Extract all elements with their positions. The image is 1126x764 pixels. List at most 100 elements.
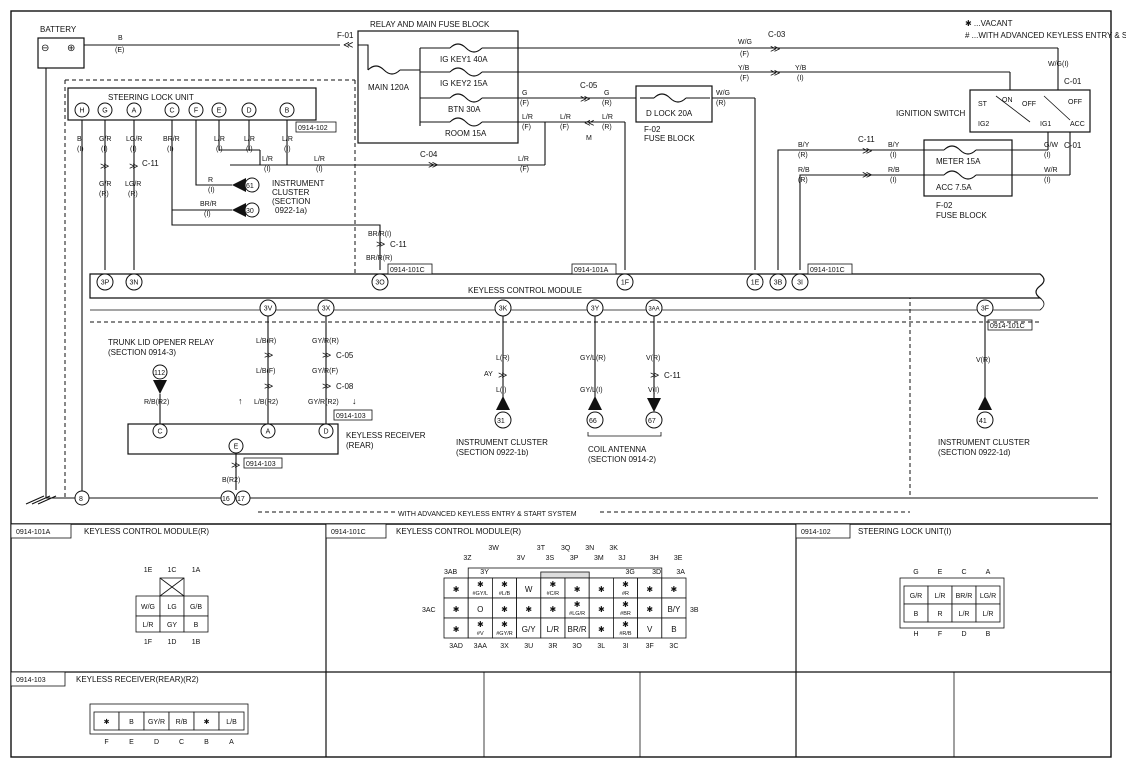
pin-67: 67 bbox=[648, 418, 656, 425]
pin-number: D bbox=[154, 739, 159, 746]
svg-text:(R): (R) bbox=[602, 124, 612, 131]
pin-number: 3R bbox=[548, 643, 557, 650]
terminal-color: L/R bbox=[935, 593, 946, 600]
svg-text:0914-102: 0914-102 bbox=[801, 529, 831, 536]
connector-c03: C-03 bbox=[768, 30, 786, 39]
svg-text:0914-101C: 0914-101C bbox=[810, 267, 845, 274]
terminal-color: O bbox=[477, 605, 483, 614]
svg-text:(E): (E) bbox=[115, 47, 124, 54]
svg-text:(R): (R) bbox=[798, 177, 808, 184]
terminal-cell bbox=[218, 711, 245, 731]
svg-text:(I): (I) bbox=[264, 166, 271, 173]
pin-number: 3G bbox=[626, 569, 635, 576]
pin-41: 41 bbox=[979, 418, 987, 425]
svg-text:≪: ≪ bbox=[584, 118, 594, 129]
pin-number: 3AC bbox=[422, 607, 436, 614]
instrument-cluster-a: 61 30 INSTRUMENT CLUSTER (SECTION 0922-1… bbox=[232, 177, 325, 218]
pin-8: 8 bbox=[79, 496, 83, 503]
note-vacant: ✱ ...VACANT bbox=[965, 19, 1013, 28]
panel-0914-101c: 0914-101C KEYLESS CONTROL MODULE(R) bbox=[325, 523, 521, 539]
svg-text:OFF: OFF bbox=[1068, 99, 1082, 106]
pin-circle bbox=[746, 273, 764, 291]
battery-plus-terminal: ⊕ bbox=[67, 43, 75, 54]
terminal-cell bbox=[661, 617, 687, 639]
svg-text:C-01: C-01 bbox=[1064, 77, 1082, 86]
terminal-color: R bbox=[937, 611, 942, 618]
terminal-vacant: ✱ bbox=[550, 580, 557, 589]
svg-text:(SECTION: (SECTION bbox=[272, 197, 310, 206]
pin-number: 3I bbox=[623, 643, 629, 650]
pin-31: 31 bbox=[497, 418, 505, 425]
svg-text:AY: AY bbox=[484, 371, 493, 378]
connector-c08: C-08 bbox=[336, 382, 354, 391]
pin-number: 3X bbox=[500, 643, 509, 650]
svg-text:G: G bbox=[604, 90, 609, 97]
connector-c11c: C-11 bbox=[858, 135, 875, 144]
connector-c11a: C-11 bbox=[142, 159, 159, 168]
svg-text:L/R: L/R bbox=[602, 114, 613, 121]
trunk-lid-opener-relay: TRUNK LID OPENER RELAY (SECTION 0914-3) … bbox=[108, 338, 215, 426]
svg-text:(I): (I) bbox=[1044, 152, 1051, 159]
pin-number: C bbox=[179, 739, 184, 746]
terminal-color: B bbox=[194, 622, 199, 629]
connector-c05: C-05 bbox=[580, 81, 598, 90]
svg-text:BR/R(I): BR/R(I) bbox=[368, 231, 391, 238]
svg-text:OFF: OFF bbox=[1022, 101, 1036, 108]
svg-text:W/G: W/G bbox=[738, 39, 752, 46]
svg-text:R/B: R/B bbox=[888, 167, 900, 174]
pin-circle bbox=[164, 102, 180, 118]
pin-label: C bbox=[157, 429, 162, 436]
svg-text:≫: ≫ bbox=[650, 370, 659, 380]
terminal-cell bbox=[975, 603, 1001, 623]
pin-number: 3Z bbox=[463, 555, 472, 562]
pin-number: 1C bbox=[168, 567, 177, 574]
ignition-switch: IGNITION SWITCH C-01 C-01 ST ON OFF IG2 … bbox=[896, 77, 1091, 150]
terminal-color: ✱ bbox=[646, 605, 653, 614]
terminal-color: ✱ bbox=[646, 585, 653, 594]
svg-text:G/W: G/W bbox=[1044, 142, 1058, 149]
terminal-color: LG/R bbox=[980, 593, 996, 600]
svg-text:0922-1a): 0922-1a) bbox=[275, 206, 307, 215]
terminal-color: ✱ bbox=[598, 585, 605, 594]
svg-text:L(R): L(R) bbox=[496, 355, 510, 362]
terminal-vacant: ✱ bbox=[501, 620, 508, 629]
pin-number: 3Q bbox=[561, 545, 571, 552]
svg-text:(I): (I) bbox=[216, 146, 223, 153]
pin-circle bbox=[125, 273, 143, 291]
svg-text:(I): (I) bbox=[208, 187, 215, 194]
panel-0914-103: 0914-103 KEYLESS RECEIVER(REAR)(R2) bbox=[10, 671, 199, 687]
coil-antenna: 66 67 COIL ANTENNA (SECTION 0914-2) bbox=[586, 396, 663, 464]
fuse-btn-label: BTN 30A bbox=[448, 105, 481, 114]
svg-text:L/R: L/R bbox=[244, 136, 255, 143]
pin-label: B bbox=[285, 108, 290, 115]
pin-circle bbox=[152, 423, 168, 439]
pin-circle bbox=[96, 273, 114, 291]
terminal-color: ✱ bbox=[550, 605, 557, 614]
pin-label: 1E bbox=[751, 280, 760, 287]
pin-number: E bbox=[938, 569, 943, 576]
pin-circle bbox=[228, 438, 244, 454]
battery-minus-terminal: ⊖ bbox=[41, 43, 49, 54]
svg-text:GY/L(R): GY/L(R) bbox=[580, 355, 606, 362]
connector-f01: F-01 bbox=[337, 31, 354, 40]
pin-number: 3AD bbox=[449, 643, 463, 650]
pin-label: 3X bbox=[322, 306, 331, 313]
fuse-ig-key1-label: IG KEY1 40A bbox=[440, 55, 488, 64]
pin-number: 1B bbox=[192, 639, 201, 646]
terminal-color: ✱ bbox=[453, 585, 460, 594]
pin-number: 3J bbox=[618, 555, 625, 562]
svg-text:C-01: C-01 bbox=[1064, 141, 1082, 150]
svg-text:Y/B: Y/B bbox=[738, 65, 750, 72]
pin-17: 17 bbox=[237, 496, 245, 503]
fuse-main-label: MAIN 120A bbox=[368, 83, 410, 92]
pin-number: G bbox=[913, 569, 918, 576]
connector-latch bbox=[540, 571, 590, 579]
svg-text:0914-101A: 0914-101A bbox=[16, 529, 51, 536]
pin-number: 3B bbox=[690, 607, 699, 614]
battery-box bbox=[37, 37, 85, 69]
svg-text:(R): (R) bbox=[128, 191, 138, 198]
